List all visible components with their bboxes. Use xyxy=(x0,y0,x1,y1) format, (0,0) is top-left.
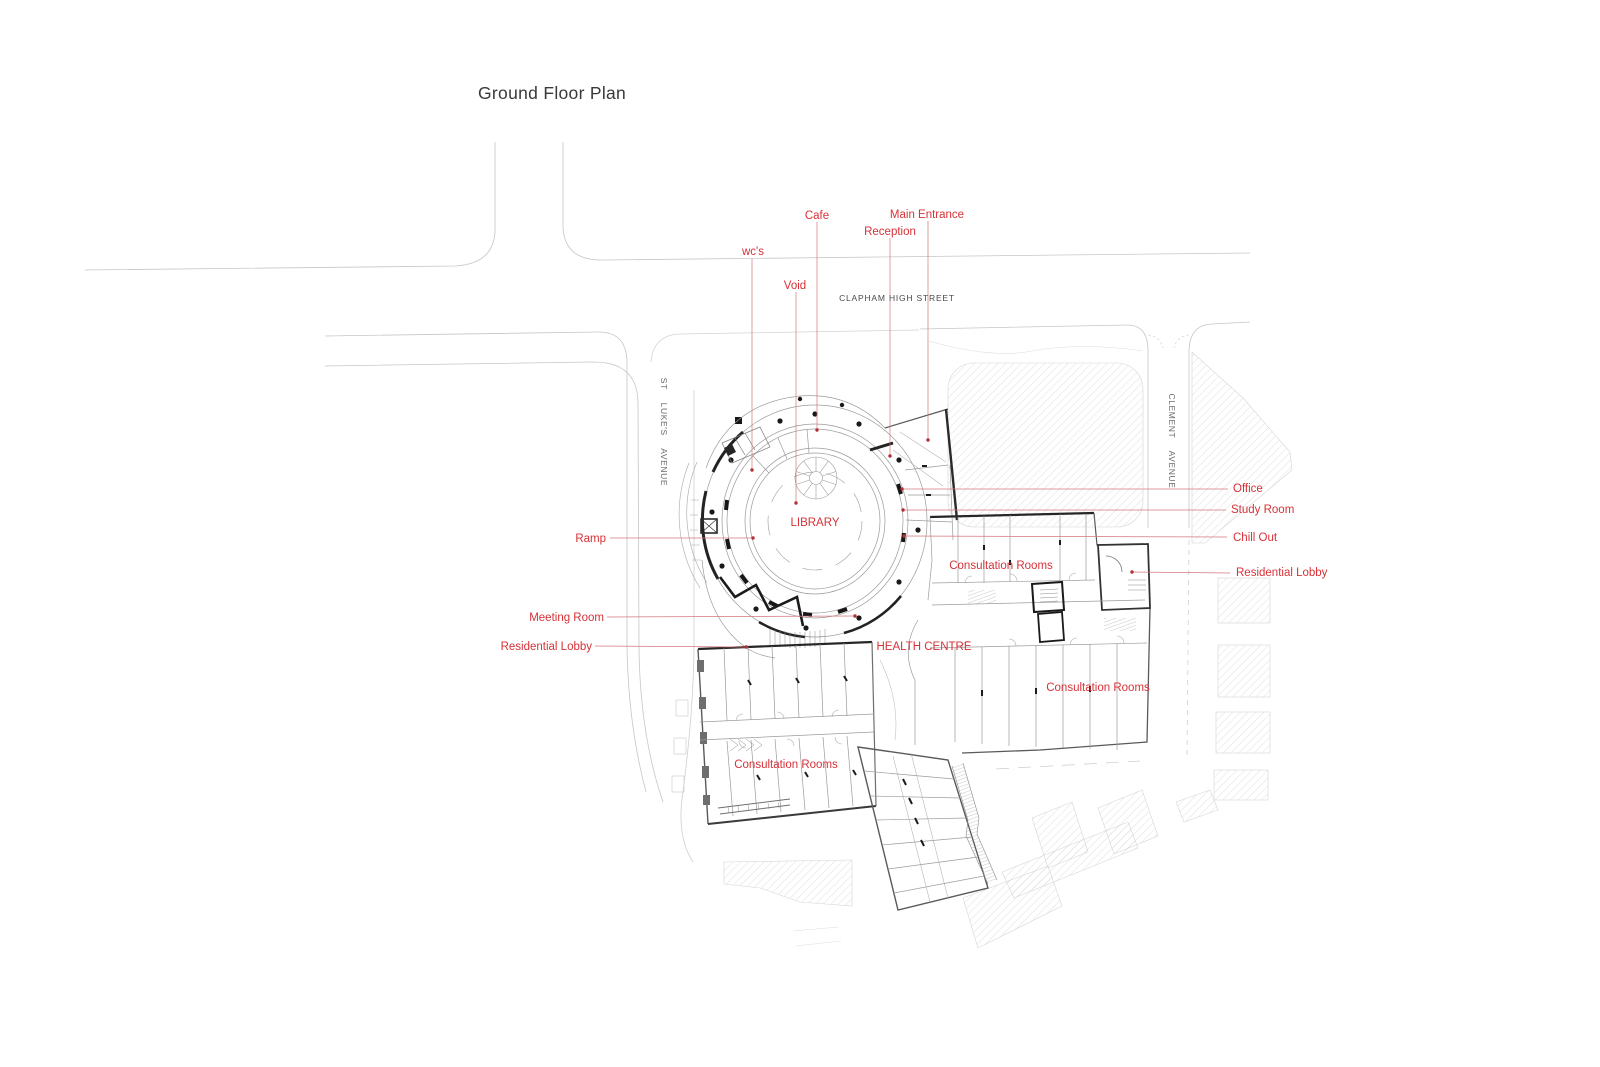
street-labels: CLAPHAM HIGH STREET ST LUKE'S AVENUE CLE… xyxy=(659,293,1177,489)
label-void: Void xyxy=(784,280,806,292)
label-meeting-room: Meeting Room xyxy=(529,612,604,624)
label-health-centre: HEALTH CENTRE xyxy=(877,641,972,653)
street-lines xyxy=(84,142,1251,947)
annotation-leaders xyxy=(594,221,1231,648)
label-study-room: Study Room xyxy=(1231,504,1294,516)
label-clapham-high-street: CLAPHAM HIGH STREET xyxy=(839,293,955,303)
spiral-stair xyxy=(794,456,838,500)
label-residential-lobby-right: Residential Lobby xyxy=(1236,567,1328,579)
room-labels: Cafe Main Entrance Reception wc's Void O… xyxy=(501,209,1328,771)
label-cafe: Cafe xyxy=(805,210,829,222)
consultation-wing-sw xyxy=(697,640,877,825)
building-plan xyxy=(678,395,1151,911)
label-wcs: wc's xyxy=(741,246,764,258)
annotation-leader-dots xyxy=(744,428,1134,649)
wc-block xyxy=(721,417,771,464)
label-ramp: Ramp xyxy=(575,533,606,545)
label-clement-avenue: CLEMENT AVENUE xyxy=(1167,393,1177,488)
label-residential-lobby-left: Residential Lobby xyxy=(501,641,593,653)
label-main-entrance: Main Entrance xyxy=(890,209,964,221)
consultation-wing-diagonal xyxy=(857,659,998,911)
label-office: Office xyxy=(1233,483,1263,495)
label-consultation-rooms-right: Consultation Rooms xyxy=(1046,682,1150,694)
label-reception: Reception xyxy=(864,226,916,238)
adjacent-buildings-hatch xyxy=(723,351,1293,949)
lift-box xyxy=(700,518,718,534)
label-consultation-rooms-bottom-left: Consultation Rooms xyxy=(734,759,838,771)
entrance-hall xyxy=(705,395,959,541)
label-chill-out: Chill Out xyxy=(1233,532,1278,544)
residential-lobby-right-room xyxy=(1097,543,1151,611)
health-centre-block xyxy=(907,511,1151,754)
page-title: Ground Floor Plan xyxy=(478,83,626,103)
label-st-lukes-avenue: ST LUKE'S AVENUE xyxy=(659,378,669,486)
reception-desk xyxy=(869,441,894,452)
library-rotunda xyxy=(678,404,928,659)
label-consultation-rooms-mid: Consultation Rooms xyxy=(949,560,1053,572)
label-library: LIBRARY xyxy=(790,517,839,529)
